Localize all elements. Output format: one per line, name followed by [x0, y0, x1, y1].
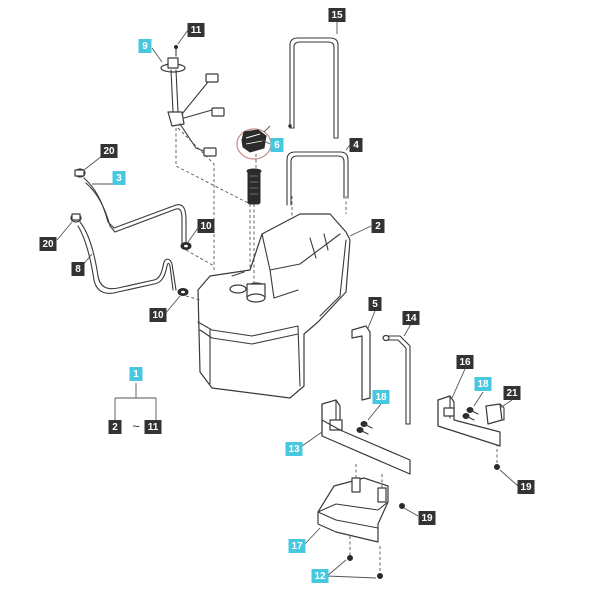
callout-number: 9 — [142, 41, 148, 52]
part-2-fuel-tank — [197, 213, 351, 399]
part-fuel-strainer — [246, 168, 262, 205]
callout-c12: 12 — [311, 569, 329, 583]
callout-leader-lines — [56, 22, 519, 579]
callout-number: 8 — [75, 264, 81, 275]
callout-c4: 4 — [349, 138, 363, 152]
callout-c10b: 10 — [149, 308, 167, 322]
callout-number: 15 — [331, 10, 343, 21]
callout-c20b: 20 — [39, 237, 57, 251]
callout-number: 16 — [459, 357, 471, 368]
callout-c11b: 11 — [144, 420, 162, 434]
callout-labels: 15 11 9 6 20 4 3 2 10 20 8 10 5 14 1 16 18 21 18 2 11 13 19 19 1… — [39, 8, 535, 583]
callout-number: 18 — [477, 379, 489, 390]
callout-c1: 1 — [129, 367, 143, 381]
callout-number: 3 — [116, 173, 122, 184]
callout-number: 17 — [291, 541, 303, 552]
part-20-fitting-lower — [70, 213, 82, 223]
callout-number: 19 — [520, 482, 532, 493]
callout-c18a: 18 — [474, 377, 492, 391]
callout-number: 2 — [375, 221, 381, 232]
range-separator: ~ — [132, 419, 140, 434]
part-12-screws — [347, 536, 383, 579]
part-8-fuel-pipe — [77, 221, 177, 294]
part-18-bolts-right — [462, 407, 479, 421]
part-3-fuel-pipe — [83, 177, 187, 245]
callout-c14: 14 — [402, 311, 420, 325]
callout-c5: 5 — [368, 297, 382, 311]
callout-number: 14 — [405, 313, 417, 324]
callout-number: 11 — [191, 25, 202, 36]
callout-number: 13 — [288, 444, 300, 455]
assembly-dashed-lines — [175, 127, 347, 301]
callout-c8: 8 — [71, 262, 85, 276]
part-20-fitting-upper — [74, 168, 86, 178]
part-16-side-bracket — [437, 395, 501, 447]
callout-number: 10 — [200, 221, 212, 232]
callout-c19a: 19 — [418, 511, 436, 525]
callout-number: 21 — [506, 388, 518, 399]
part-19-screw-center — [399, 503, 405, 509]
part-10-hose-clamp-upper — [180, 242, 192, 250]
callout-number: 19 — [421, 513, 433, 524]
callout-c10a: 10 — [197, 219, 215, 233]
callout-number: 12 — [314, 571, 326, 582]
callout-c13: 13 — [285, 442, 303, 456]
part-9-fuel-sender — [160, 45, 225, 157]
part-10-hose-clamp-lower — [177, 288, 189, 296]
part-13-mounting-bracket — [321, 399, 411, 475]
callout-number: 1 — [133, 369, 139, 380]
callout-c21: 21 — [503, 386, 521, 400]
part-21-pad — [485, 403, 505, 425]
callout-c15: 15 — [328, 8, 346, 22]
callout-number: 20 — [103, 146, 115, 157]
callout-number: 6 — [274, 140, 280, 151]
callout-number: 11 — [148, 422, 159, 433]
part-14-rod — [382, 334, 411, 425]
callout-c6: 6 — [270, 138, 284, 152]
callout-c20a: 20 — [100, 144, 118, 158]
part-15-tank-strap — [288, 37, 339, 139]
callout-number: 18 — [375, 392, 387, 403]
callout-c2: 2 — [371, 219, 385, 233]
callout-c17: 17 — [288, 539, 306, 553]
callout-c16: 16 — [456, 355, 474, 369]
part-5-bracket — [351, 325, 371, 401]
callout-number: 5 — [372, 299, 378, 310]
callout-number: 10 — [152, 310, 164, 321]
callout-c11a: 11 — [187, 23, 205, 37]
callout-c19b: 19 — [517, 480, 535, 494]
callout-c2b: 2 — [108, 420, 122, 434]
part-6-fuel-cap — [236, 128, 272, 160]
part-4-tank-strap — [286, 151, 349, 206]
callout-number: 2 — [112, 422, 118, 433]
part-17-support-plate — [317, 464, 389, 543]
part-18-bolts-middle — [356, 421, 373, 435]
callout-c3: 3 — [112, 171, 126, 185]
callout-number: 20 — [42, 239, 54, 250]
part-19-screw-right — [494, 438, 500, 470]
callout-number: 4 — [353, 140, 359, 151]
callout-c18b: 18 — [372, 390, 390, 404]
range-bracket-1: ~ — [114, 383, 157, 434]
callout-c9: 9 — [138, 39, 152, 53]
